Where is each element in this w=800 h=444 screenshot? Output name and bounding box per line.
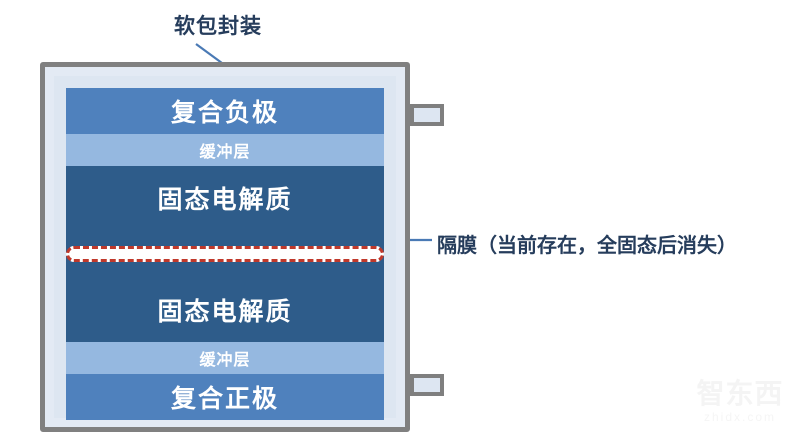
separator-membrane: [66, 246, 384, 262]
positive-terminal-tab: [410, 374, 444, 396]
negative-terminal-tab: [410, 104, 444, 126]
layer-stack: 复合负极 缓冲层 固态电解质 固态电解质 缓冲层 复合正极: [66, 88, 384, 420]
electrolyte-gap-top: [66, 230, 384, 244]
annotation-separator: 隔膜（当前存在，全固态后消失）: [437, 235, 737, 257]
separator-band: [66, 244, 384, 264]
callout-label-pouch-packaging: 软包封装: [174, 15, 262, 38]
layer-buffer-bottom: 缓冲层: [66, 342, 384, 374]
watermark: 智东西 zhidx.com: [688, 378, 792, 434]
layer-solid-electrolyte-top: 固态电解质: [66, 166, 384, 230]
layer-composite-cathode: 复合正极: [66, 374, 384, 420]
watermark-en: zhidx.com: [703, 410, 777, 424]
layer-buffer-top: 缓冲层: [66, 134, 384, 166]
electrolyte-gap-bottom: [66, 264, 384, 278]
layer-solid-electrolyte-bottom: 固态电解质: [66, 278, 384, 342]
watermark-cn: 智东西: [696, 378, 784, 409]
layer-composite-anode: 复合负极: [66, 88, 384, 134]
